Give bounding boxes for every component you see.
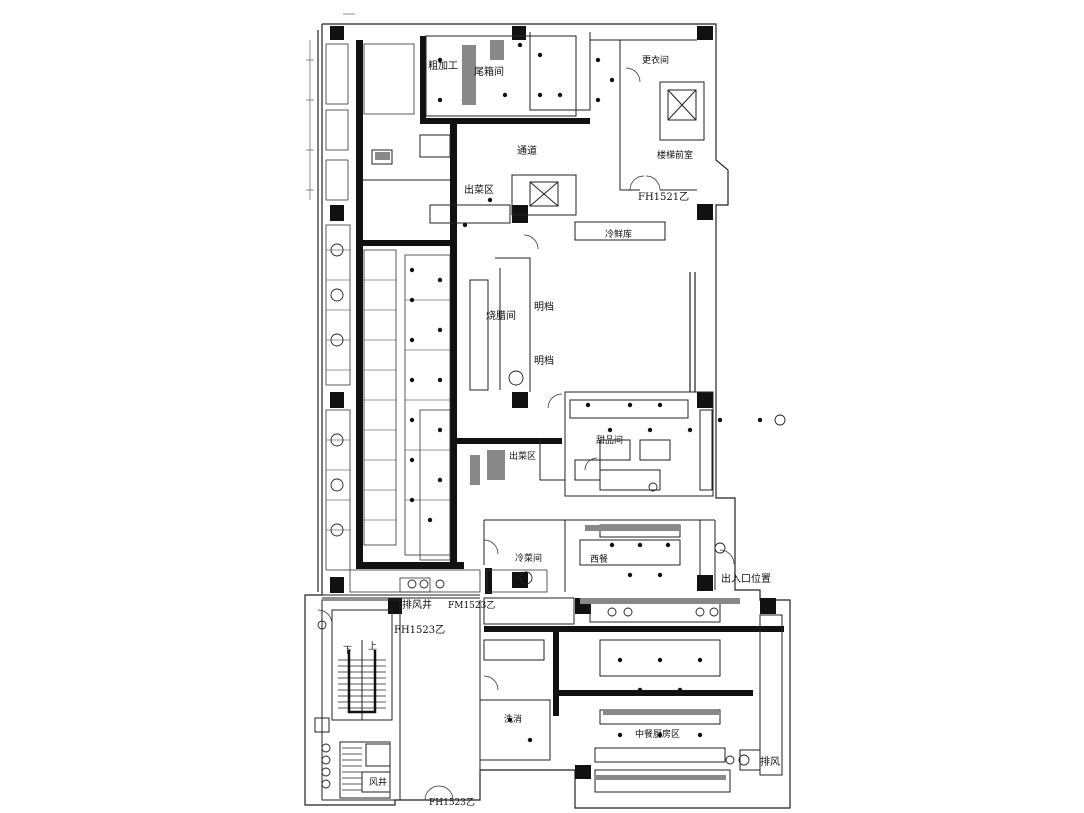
label-stair-up: 上 xyxy=(368,642,378,652)
label-bright-stall-2: 明档 xyxy=(534,356,554,367)
label-stair-down: 下 xyxy=(343,646,353,656)
label-wash-room: 洗消 xyxy=(504,715,523,725)
label-fire-door-3: FH1523乙 xyxy=(394,625,446,636)
equipment-fixtures xyxy=(317,243,786,789)
thick-walls xyxy=(356,36,784,716)
label-western-kitchen: 西餐 xyxy=(590,555,609,565)
label-fire-door-2: FM1523乙 xyxy=(448,601,496,611)
dimension-marks xyxy=(306,13,355,200)
label-serving-area-2: 出菜区 xyxy=(509,452,537,462)
label-bright-stall-1: 明档 xyxy=(534,302,554,313)
label-smoke-shaft-2: 排风 xyxy=(760,757,780,768)
label-corridor: 通道 xyxy=(517,146,537,157)
label-fire-door-1: FH1521乙 xyxy=(638,192,690,203)
hatched-equipment xyxy=(375,40,740,780)
left-equipment-lines xyxy=(326,249,450,531)
label-tail-room: 尾箱间 xyxy=(474,67,504,78)
stair-arrow xyxy=(347,650,377,714)
label-air-shaft: 风井 xyxy=(369,778,388,788)
light-fixtures xyxy=(409,42,763,743)
label-serving-area-1: 出菜区 xyxy=(464,185,494,196)
doors xyxy=(317,67,735,801)
structural-columns xyxy=(330,26,776,779)
label-roast-room: 烧腊间 xyxy=(486,311,516,322)
label-fire-door-4: FH1523乙 xyxy=(429,798,475,808)
label-cold-storage: 冷鲜库 xyxy=(605,230,633,240)
label-smoke-shaft-1: 排风井 xyxy=(402,600,432,611)
label-dessert-room: 甜品间 xyxy=(596,436,624,446)
label-cold-dish-room: 冷菜间 xyxy=(515,554,543,564)
label-changing-room: 更衣间 xyxy=(642,56,670,66)
label-elevator-hall: 楼梯前室 xyxy=(657,151,694,161)
thin-walls xyxy=(314,32,783,801)
label-chinese-kitchen: 中餐厨房区 xyxy=(635,730,681,740)
left-equipment xyxy=(325,43,548,593)
label-entrance: 出入口位置 xyxy=(721,574,771,585)
label-rough-processing: 粗加工 xyxy=(428,61,458,72)
